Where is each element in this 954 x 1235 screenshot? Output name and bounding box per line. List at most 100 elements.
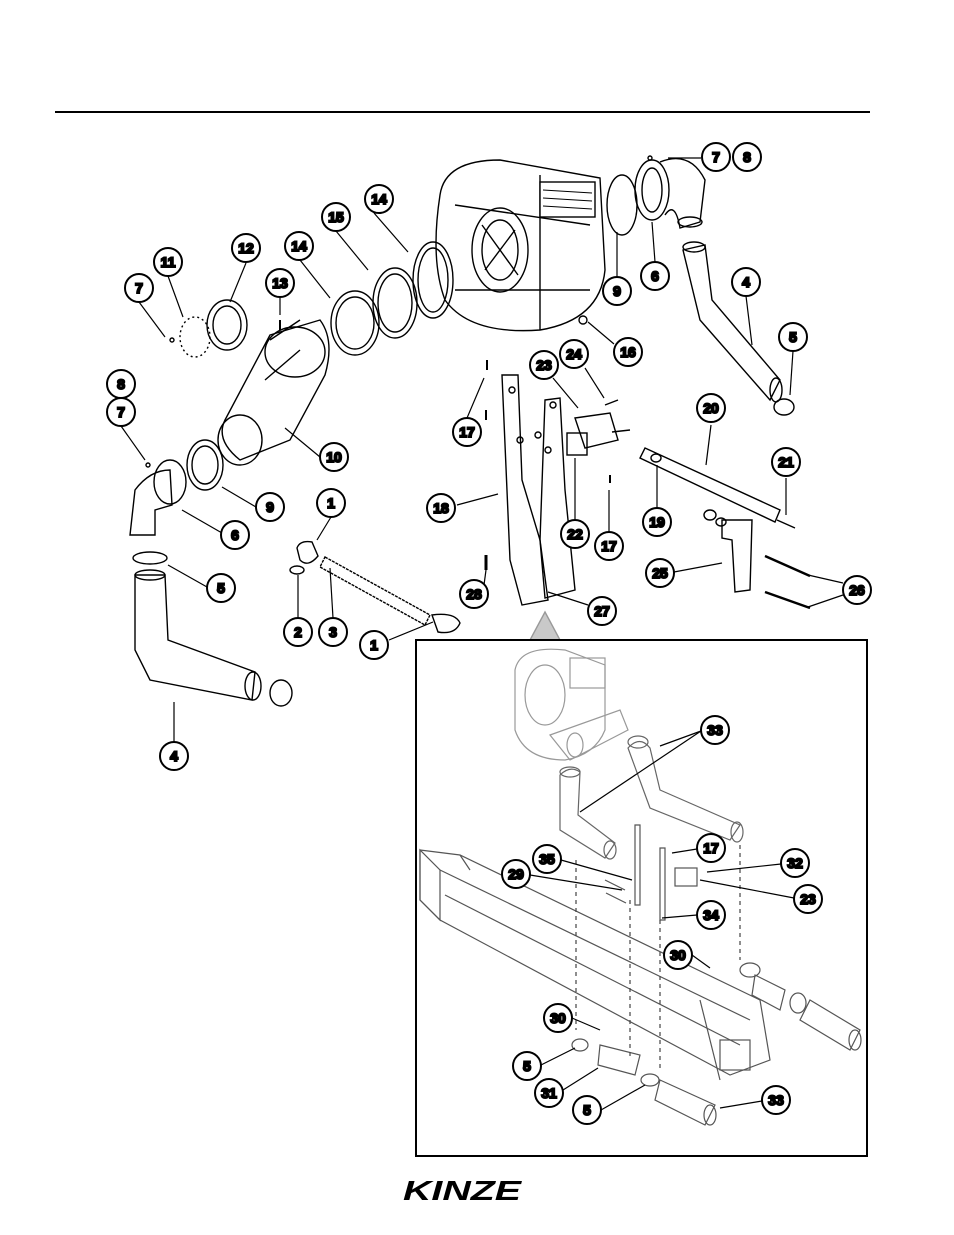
- svg-text:14: 14: [371, 191, 387, 207]
- svg-text:19: 19: [649, 514, 665, 530]
- callout-33: 33: [762, 1086, 790, 1114]
- callout-11: 11: [154, 248, 182, 276]
- svg-text:9: 9: [266, 499, 274, 515]
- callout-3: 3: [319, 618, 347, 646]
- svg-text:28: 28: [466, 586, 482, 602]
- callout-18: 18: [427, 494, 455, 522]
- svg-text:26: 26: [849, 582, 865, 598]
- callout-7: 7: [702, 143, 730, 171]
- svg-text:6: 6: [231, 527, 239, 543]
- inset-fan: [515, 649, 628, 760]
- svg-text:8: 8: [117, 376, 125, 392]
- svg-text:20: 20: [703, 400, 719, 416]
- svg-text:5: 5: [789, 329, 797, 345]
- svg-text:32: 32: [787, 855, 803, 871]
- callout-13: 13: [266, 269, 294, 297]
- svg-text:12: 12: [238, 240, 254, 256]
- svg-text:5: 5: [583, 1102, 591, 1118]
- svg-text:33: 33: [707, 722, 723, 738]
- callout-31: 31: [535, 1079, 563, 1107]
- callout-26: 26: [843, 576, 871, 604]
- svg-text:9: 9: [613, 283, 621, 299]
- callout-34: 34: [697, 901, 725, 929]
- callout-9: 9: [603, 277, 631, 305]
- svg-text:35: 35: [539, 851, 555, 867]
- bolts: [765, 556, 810, 608]
- callout-9: 9: [256, 493, 284, 521]
- svg-text:29: 29: [508, 866, 524, 882]
- svg-text:5: 5: [217, 580, 225, 596]
- callout-5: 5: [573, 1096, 601, 1124]
- callout-17: 17: [595, 532, 623, 560]
- svg-text:17: 17: [703, 840, 719, 856]
- callout-35: 35: [533, 845, 561, 873]
- callout-6: 6: [221, 521, 249, 549]
- callout-23: 23: [530, 351, 558, 379]
- svg-text:8: 8: [743, 149, 751, 165]
- callout-29: 29: [502, 860, 530, 888]
- svg-text:33: 33: [768, 1092, 784, 1108]
- callout-2: 2: [284, 618, 312, 646]
- svg-text:6: 6: [651, 268, 659, 284]
- svg-text:7: 7: [712, 149, 720, 165]
- svg-text:3: 3: [329, 624, 337, 640]
- svg-text:7: 7: [117, 404, 125, 420]
- svg-text:4: 4: [170, 748, 178, 764]
- callout-25: 25: [646, 559, 674, 587]
- callout-6: 6: [641, 262, 669, 290]
- inset-valve-bracket: [605, 825, 697, 920]
- callout-17: 17: [453, 418, 481, 446]
- callout-14: 14: [285, 232, 313, 260]
- svg-text:21: 21: [778, 454, 794, 470]
- svg-text:5: 5: [523, 1058, 531, 1074]
- callout-30: 30: [664, 941, 692, 969]
- callout-27: 27: [588, 597, 616, 625]
- support-bracket: [704, 510, 752, 592]
- callout-4: 4: [160, 742, 188, 770]
- svg-text:25: 25: [652, 565, 668, 581]
- svg-text:23: 23: [536, 357, 552, 373]
- tube-left: [133, 552, 292, 706]
- callout-21: 21: [772, 448, 800, 476]
- callout-1: 1: [317, 489, 345, 517]
- inset-pointer: [530, 612, 560, 640]
- callout-8: 8: [107, 370, 135, 398]
- callout-7: 7: [125, 274, 153, 302]
- callout-16: 16: [614, 338, 642, 366]
- callout-28: 28: [460, 580, 488, 608]
- callout-19: 19: [643, 508, 671, 536]
- kinze-logo: KINZE: [403, 1175, 523, 1206]
- svg-text:16: 16: [620, 344, 636, 360]
- callout-5: 5: [207, 574, 235, 602]
- callout-7: 7: [107, 398, 135, 426]
- callout-1: 1: [360, 631, 388, 659]
- svg-text:31: 31: [541, 1085, 557, 1101]
- svg-text:17: 17: [601, 538, 617, 554]
- fan-housing: [436, 160, 605, 331]
- svg-text:24: 24: [566, 346, 582, 362]
- callout-8: 8: [733, 143, 761, 171]
- callout-24: 24: [560, 340, 588, 368]
- svg-text:7: 7: [135, 280, 143, 296]
- callout-5: 5: [779, 323, 807, 351]
- mounting-bracket: [502, 375, 575, 605]
- inset-assembly: [420, 649, 861, 1125]
- callout-22: 22: [561, 520, 589, 548]
- svg-text:30: 30: [670, 947, 686, 963]
- outlet-elbow-right: [607, 159, 705, 235]
- callout-15: 15: [322, 203, 350, 231]
- callout-12: 12: [232, 234, 260, 262]
- outlet-elbow-left: [130, 440, 223, 535]
- callout-33: 33: [701, 716, 729, 744]
- svg-text:13: 13: [272, 275, 288, 291]
- callout-32: 32: [781, 849, 809, 877]
- callout-10: 10: [320, 443, 348, 471]
- inset-toolbar: [420, 850, 770, 1080]
- svg-text:14: 14: [291, 238, 307, 254]
- svg-text:11: 11: [161, 254, 176, 270]
- svg-text:17: 17: [459, 424, 475, 440]
- inset-tubes-lower: [572, 963, 861, 1125]
- callout-5: 5: [513, 1052, 541, 1080]
- svg-text:1: 1: [370, 637, 378, 653]
